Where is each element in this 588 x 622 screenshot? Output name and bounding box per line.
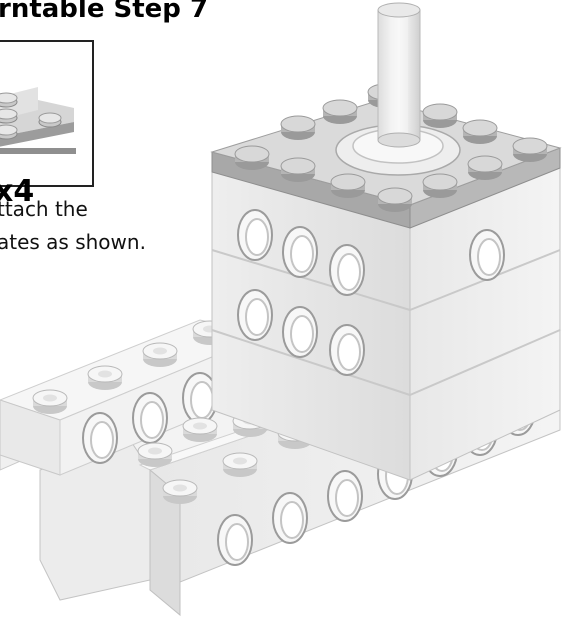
lego-turntable-assembly-icon bbox=[0, 0, 588, 622]
